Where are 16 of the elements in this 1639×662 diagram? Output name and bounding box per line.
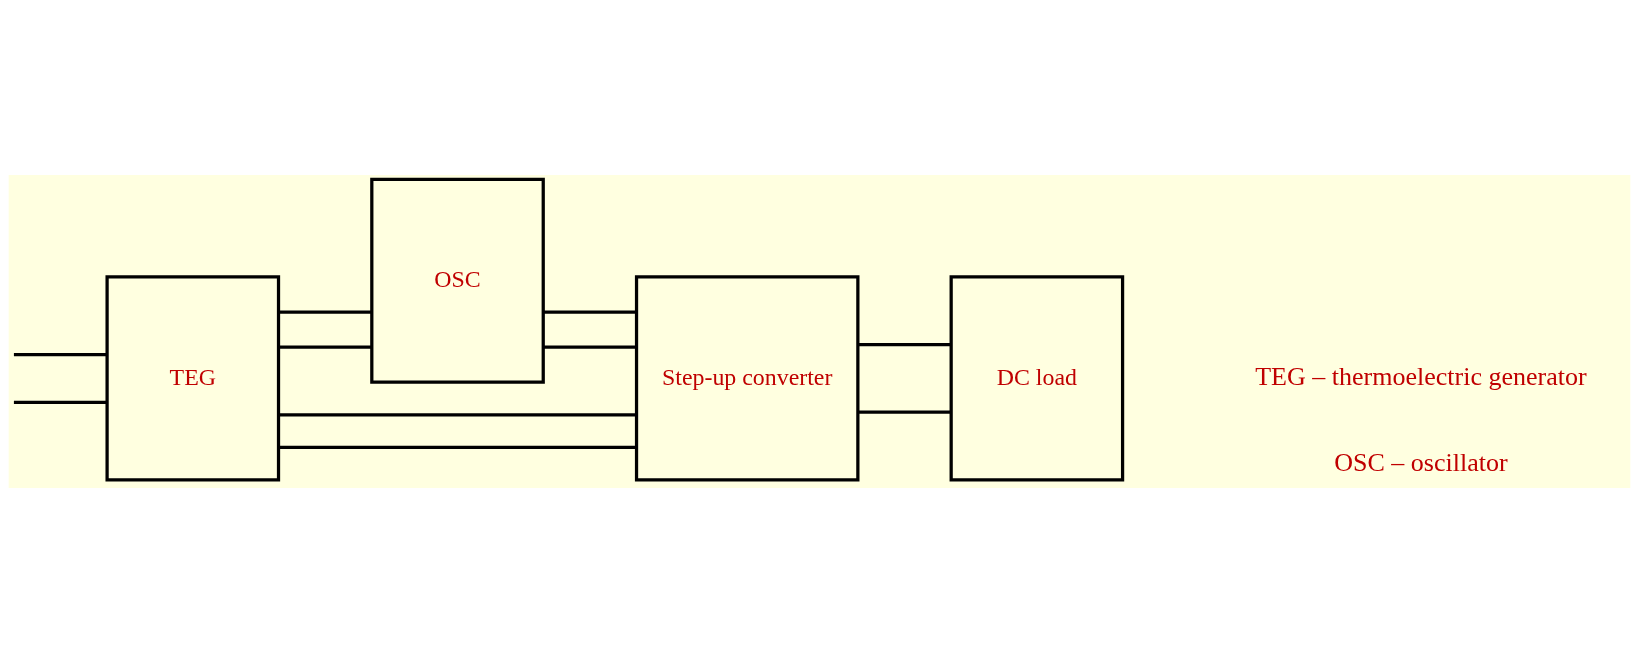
node-box: DC load (949, 274, 1125, 481)
connector (278, 412, 637, 416)
node-box: OSC (370, 177, 545, 384)
connector (13, 400, 107, 404)
connector (857, 410, 951, 414)
connector (278, 309, 372, 314)
node-box: TEG (105, 274, 281, 481)
connector (278, 345, 372, 349)
connector (13, 352, 107, 356)
connector (857, 342, 951, 346)
connector (543, 309, 637, 314)
connector (543, 345, 637, 349)
label: TEG – thermoelectric generator (1255, 361, 1587, 391)
connector (278, 445, 637, 449)
node-box: Step-up converter (634, 274, 860, 481)
label: OSC – oscillator (1334, 447, 1508, 477)
